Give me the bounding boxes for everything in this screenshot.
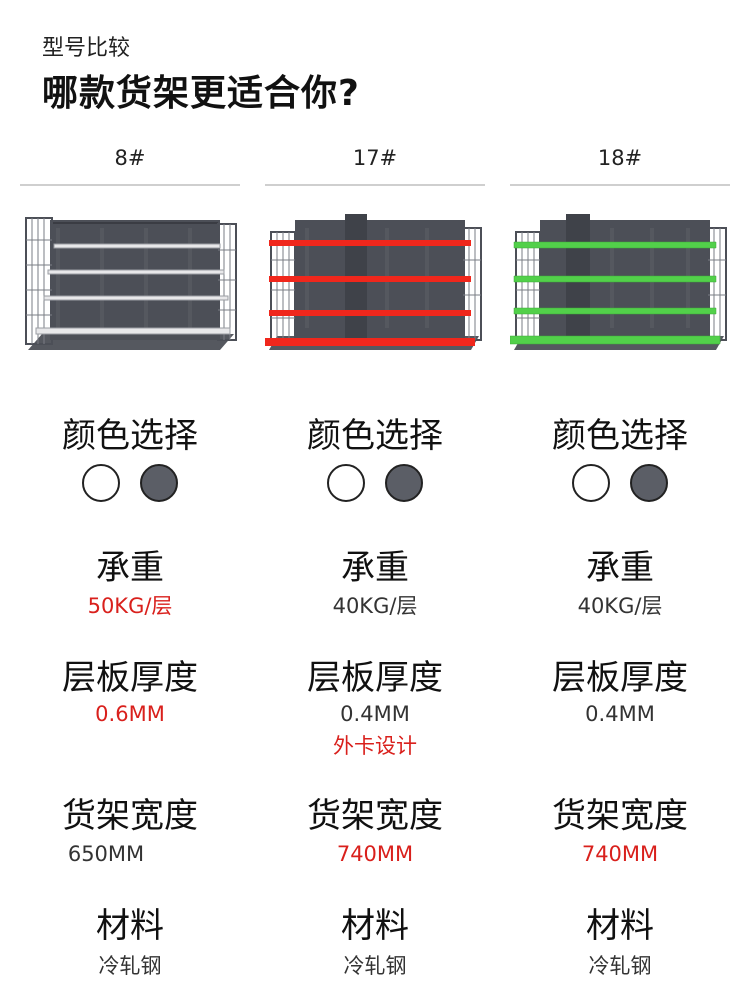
model-divider bbox=[265, 184, 485, 186]
gray-swatch[interactable] bbox=[630, 464, 668, 502]
thickness-label: 层板厚度 bbox=[307, 658, 443, 698]
model-column-18: 18# bbox=[510, 140, 730, 978]
color-swatches bbox=[510, 464, 730, 506]
load-value: 40KG/层 bbox=[577, 594, 663, 618]
load-label: 承重 bbox=[96, 548, 164, 588]
shelf-image bbox=[25, 217, 237, 350]
color-swatches bbox=[265, 464, 485, 506]
model-name: 17# bbox=[352, 146, 398, 170]
width-label: 货架宽度 bbox=[552, 796, 688, 836]
width-label: 货架宽度 bbox=[307, 796, 443, 836]
width-value: 740MM bbox=[336, 842, 414, 866]
thickness-note: 外卡设计 bbox=[333, 734, 417, 758]
load-value: 40KG/层 bbox=[332, 594, 418, 618]
shelf-illustration bbox=[25, 217, 237, 350]
thickness-value: 0.6MM bbox=[95, 702, 165, 726]
material-label: 材料 bbox=[96, 906, 164, 946]
material-value: 冷轧钢 bbox=[98, 954, 162, 978]
model-divider bbox=[20, 184, 240, 186]
model-column-17: 17# bbox=[265, 140, 485, 978]
model-divider bbox=[510, 184, 730, 186]
load-value: 50KG/层 bbox=[87, 594, 173, 618]
material-label: 材料 bbox=[341, 906, 409, 946]
white-swatch[interactable] bbox=[327, 464, 365, 502]
material-value: 冷轧钢 bbox=[588, 954, 652, 978]
model-name: 18# bbox=[597, 146, 643, 170]
shelf-image bbox=[265, 214, 482, 350]
color-label: 颜色选择 bbox=[62, 416, 198, 456]
thickness-label: 层板厚度 bbox=[552, 658, 688, 698]
gray-swatch[interactable] bbox=[385, 464, 423, 502]
color-swatches bbox=[20, 464, 240, 506]
white-swatch[interactable] bbox=[82, 464, 120, 502]
load-label: 承重 bbox=[341, 548, 409, 588]
model-column-8: 8# bbox=[20, 140, 240, 978]
width-value: 650MM bbox=[67, 842, 145, 866]
thickness-label: 层板厚度 bbox=[62, 658, 198, 698]
thickness-value: 0.4MM bbox=[585, 702, 655, 726]
thickness-value: 0.4MM bbox=[340, 702, 410, 726]
white-swatch[interactable] bbox=[572, 464, 610, 502]
material-label: 材料 bbox=[586, 906, 654, 946]
page-title: 哪款货架更适合你? bbox=[42, 73, 360, 114]
color-label: 颜色选择 bbox=[307, 416, 443, 456]
gray-swatch[interactable] bbox=[140, 464, 178, 502]
shelf-illustration bbox=[265, 214, 482, 350]
page-subtitle: 型号比较 bbox=[42, 36, 131, 61]
width-label: 货架宽度 bbox=[62, 796, 198, 836]
shelf-image bbox=[510, 214, 727, 350]
color-label: 颜色选择 bbox=[552, 416, 688, 456]
model-name: 8# bbox=[114, 146, 146, 170]
width-value: 740MM bbox=[581, 842, 659, 866]
material-value: 冷轧钢 bbox=[343, 954, 407, 978]
shelf-illustration bbox=[510, 214, 727, 350]
load-label: 承重 bbox=[586, 548, 654, 588]
